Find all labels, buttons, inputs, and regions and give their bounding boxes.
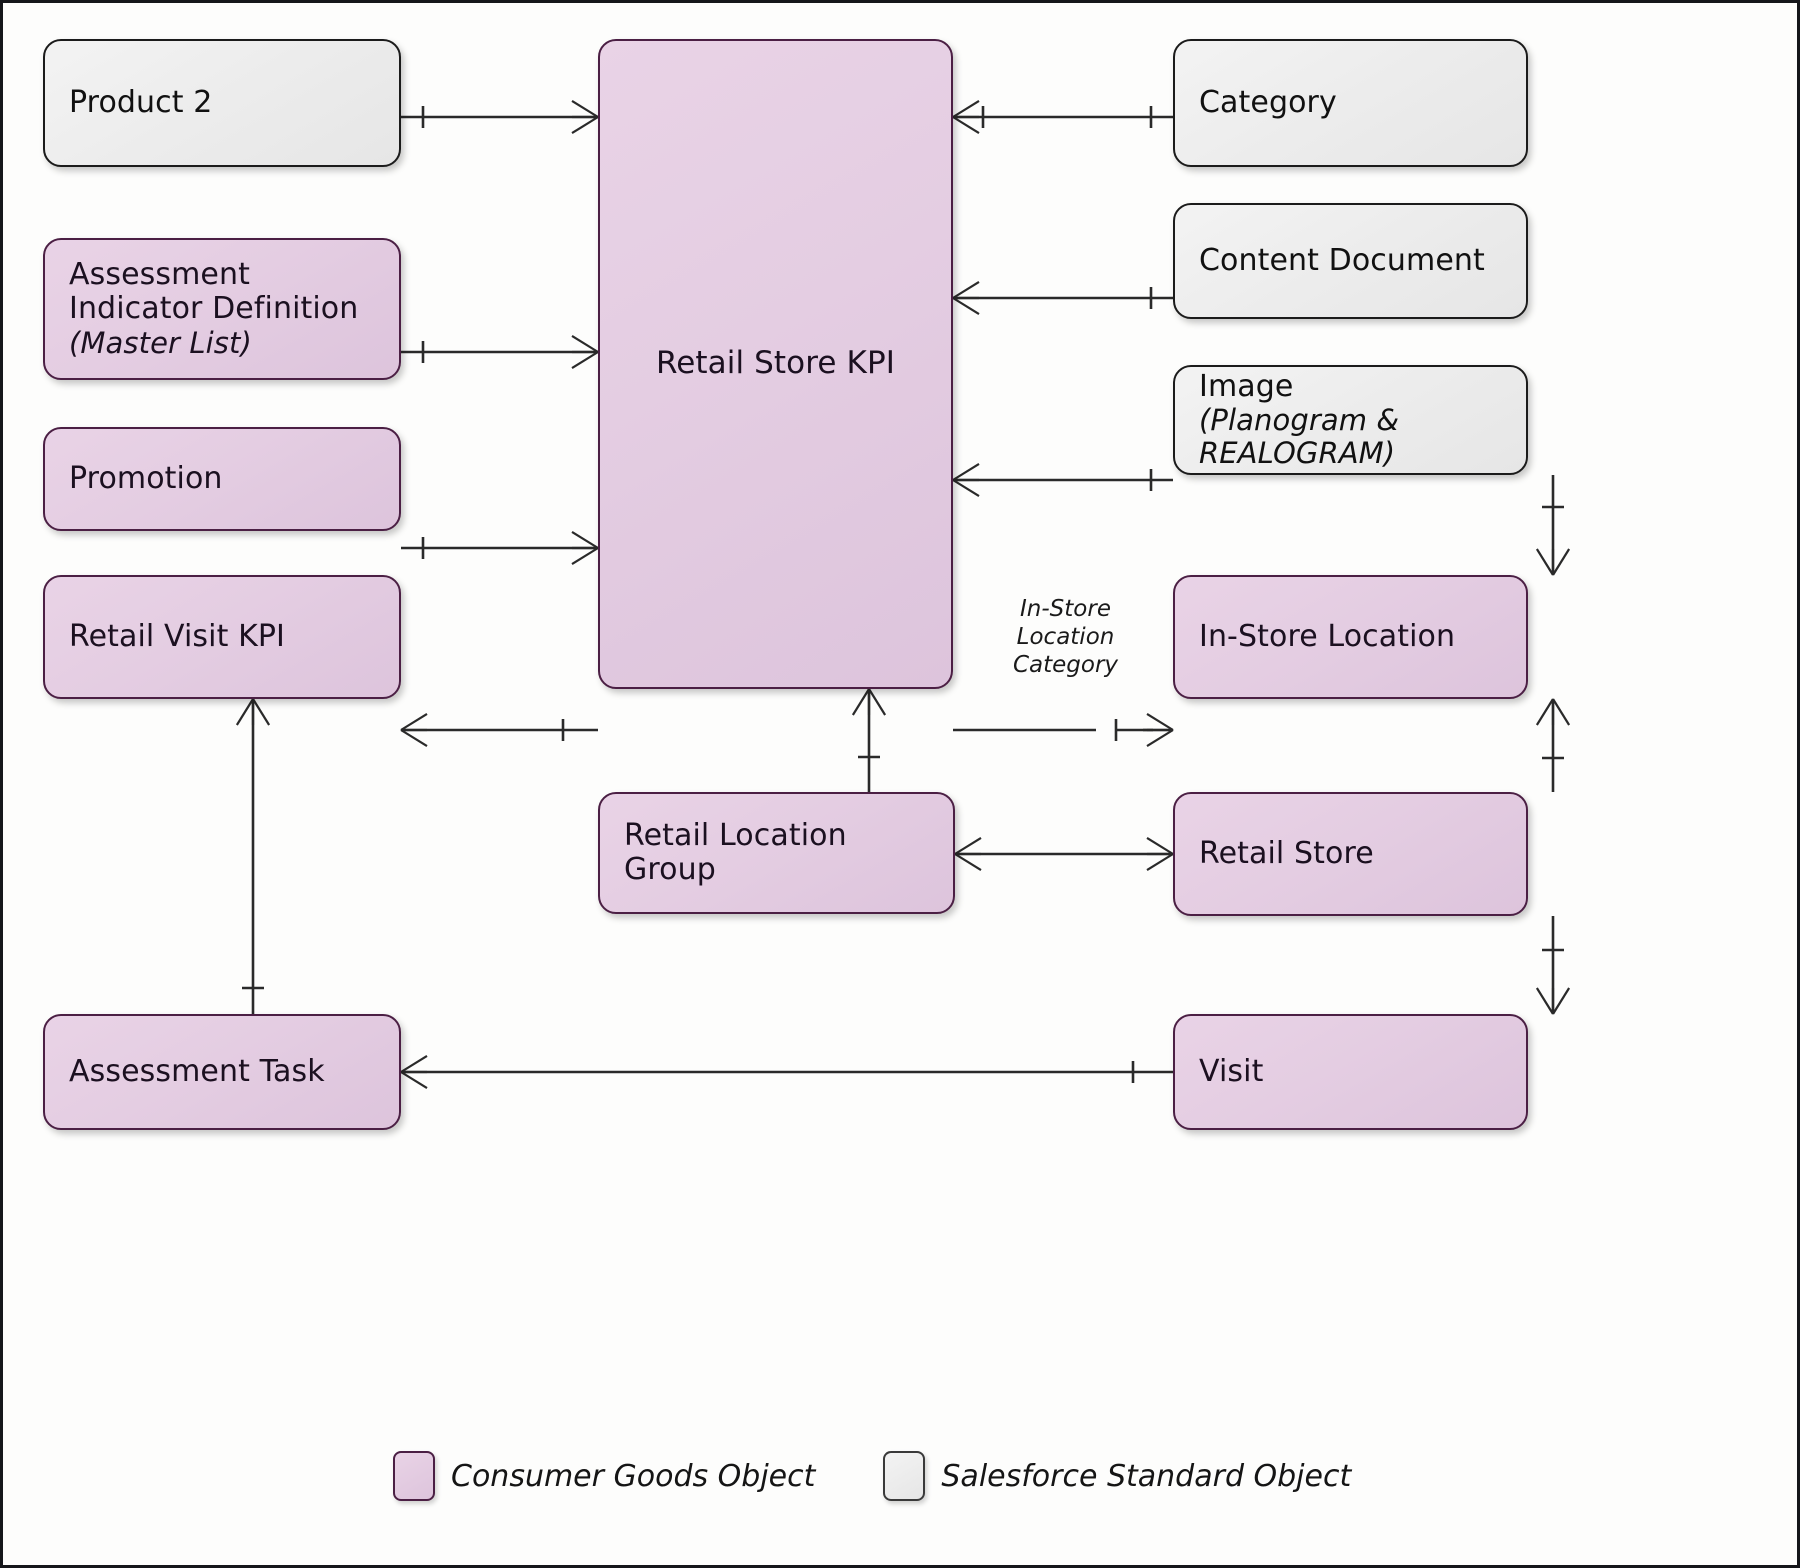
entity-label: Retail Store xyxy=(1199,835,1374,871)
entity-label: Retail Location Group xyxy=(624,817,847,887)
entity-assessment_ind[interactable]: Assessment Indicator Definition(Master L… xyxy=(43,238,401,380)
entity-retail_loc_group[interactable]: Retail Location Group xyxy=(598,792,955,914)
entity-product2[interactable]: Product 2 xyxy=(43,39,401,167)
legend-swatch-salesforce xyxy=(883,1451,926,1501)
entity-promotion[interactable]: Promotion xyxy=(43,427,401,531)
entity-sublabel: (Master List) xyxy=(69,325,252,360)
entity-label: Category xyxy=(1199,84,1337,120)
legend-label: Consumer Goods Object xyxy=(451,1458,816,1494)
entity-label: Assessment Task xyxy=(69,1053,325,1089)
entity-label: In-Store Location xyxy=(1199,618,1456,654)
entity-sublabel: (Planogram & REALOGRAM) xyxy=(1199,403,1400,471)
legend-swatch-consumer-goods xyxy=(393,1451,435,1501)
entity-label: Assessment Indicator Definition(Master L… xyxy=(69,257,359,360)
entity-content_doc[interactable]: Content Document xyxy=(1173,203,1528,319)
entity-label: Content Document xyxy=(1199,242,1485,278)
entity-visit[interactable]: Visit xyxy=(1173,1014,1528,1130)
entity-assessment_task[interactable]: Assessment Task xyxy=(43,1014,401,1130)
edge-label-in_store_location_category: In-Store Location Category xyxy=(1012,596,1119,679)
entity-retail_store_kpi[interactable]: Retail Store KPI xyxy=(598,39,953,689)
legend-item-consumer-goods: Consumer Goods Object xyxy=(393,1451,815,1501)
entity-category[interactable]: Category xyxy=(1173,39,1528,167)
entity-label: Product 2 xyxy=(69,84,213,120)
entity-label: Retail Visit KPI xyxy=(69,618,285,654)
legend-label: Salesforce Standard Object xyxy=(941,1458,1352,1494)
entity-retail_store[interactable]: Retail Store xyxy=(1173,792,1528,916)
entity-label: Retail Store KPI xyxy=(655,345,895,382)
entity-retail_visit_kpi[interactable]: Retail Visit KPI xyxy=(43,575,401,699)
entity-label: Image(Planogram & REALOGRAM) xyxy=(1199,368,1400,471)
entity-label: Promotion xyxy=(69,460,223,496)
entity-image[interactable]: Image(Planogram & REALOGRAM) xyxy=(1173,365,1528,475)
entity-in_store_loc[interactable]: In-Store Location xyxy=(1173,575,1528,699)
legend-item-salesforce: Salesforce Standard Object xyxy=(883,1451,1351,1501)
entity-label: Visit xyxy=(1199,1053,1264,1089)
legend: Consumer Goods Object Salesforce Standard… xyxy=(393,1451,1351,1501)
